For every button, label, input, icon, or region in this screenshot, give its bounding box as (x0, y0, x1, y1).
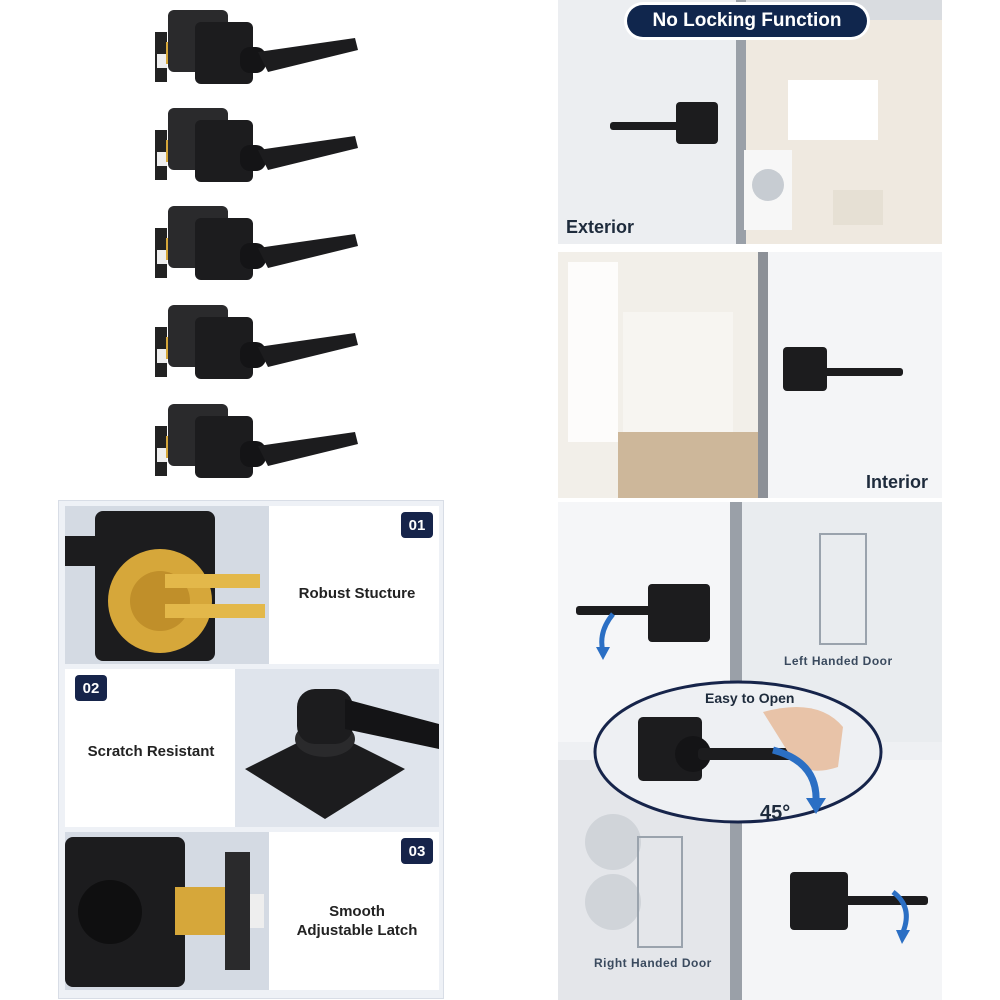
rotation-angle-label: 45° (760, 802, 791, 824)
feature-card: 02 Scratch Resistant (65, 669, 439, 827)
interior-photo (558, 252, 942, 498)
feature-label: Robust Stucture (298, 585, 416, 602)
lever-set-image (155, 206, 358, 280)
exterior-label: Exterior (566, 217, 635, 237)
lever-set-image (155, 108, 358, 182)
feature-number-badge: 03 (401, 838, 433, 864)
page-title: No Locking Function (627, 5, 867, 37)
latch-photo (65, 832, 269, 990)
lever-set-image (155, 404, 358, 478)
lock-structure-photo (65, 506, 269, 664)
lever-set-image (155, 305, 358, 379)
feature-card: 01 Robust Stucture (65, 506, 439, 664)
exterior-photo (558, 0, 942, 244)
feature-label: Scratch Resistant (87, 743, 215, 760)
feature-card: 03 Smooth Adjustable Latch (65, 832, 439, 990)
feature-panel: 01 Robust Stucture 02 Scratch Resistant … (58, 500, 444, 999)
interior-label: Interior (866, 472, 929, 492)
feature-number-badge: 01 (401, 512, 433, 538)
feature-label: Smooth Adjustable Latch (275, 902, 439, 940)
feature-label-line: Smooth (329, 903, 385, 920)
feature-number-badge: 02 (75, 675, 107, 701)
lever-set-image (155, 10, 358, 84)
feature-label-line: Adjustable Latch (296, 922, 418, 939)
door-handing-photo (558, 502, 942, 1000)
lever-finish-photo (235, 669, 439, 827)
left-handed-door-label: Left Handed Door (784, 654, 893, 668)
right-handed-door-label: Right Handed Door (594, 956, 712, 970)
easy-open-label: Easy to Open (705, 690, 795, 706)
